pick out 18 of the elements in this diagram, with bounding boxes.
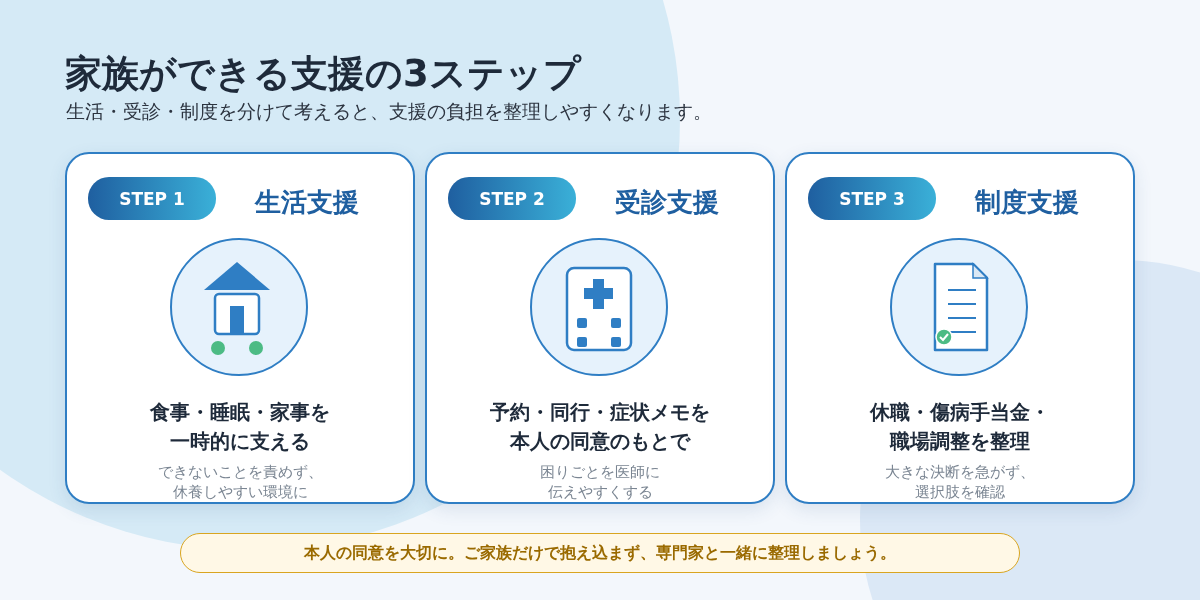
card-heading: 生活支援	[255, 186, 359, 219]
card-heading: 受診支援	[615, 186, 719, 219]
title: 家族ができる支援の3ステップ	[65, 51, 581, 97]
card-note: できないことを責めず、休養しやすい環境に	[156, 462, 324, 502]
step-card	[785, 152, 1135, 504]
note-banner: 本人の同意を大切に。ご家族だけで抱え込まず、専門家と一緒に整理しましょう。	[180, 533, 1020, 573]
step-card	[65, 152, 415, 504]
card-heading: 制度支援	[975, 186, 1079, 219]
card-text: 食事・睡眠・家事を一時的に支える	[149, 399, 331, 455]
subtitle: 生活・受診・制度を分けて考えると、支援の負担を整理しやすくなります。	[66, 99, 712, 124]
card-text: 予約・同行・症状メモを本人の同意のもとで	[489, 399, 711, 455]
step-card	[425, 152, 775, 504]
card-text: 休職・傷病手当金・職場調整を整理	[869, 399, 1051, 455]
card-note: 大きな決断を急がず、選択肢を確認	[884, 462, 1036, 502]
step-badge: STEP 1	[88, 177, 216, 220]
step-badge: STEP 2	[448, 177, 576, 220]
step-badge: STEP 3	[808, 177, 936, 220]
card-note: 困りごとを医師に伝えやすくする	[539, 462, 661, 502]
